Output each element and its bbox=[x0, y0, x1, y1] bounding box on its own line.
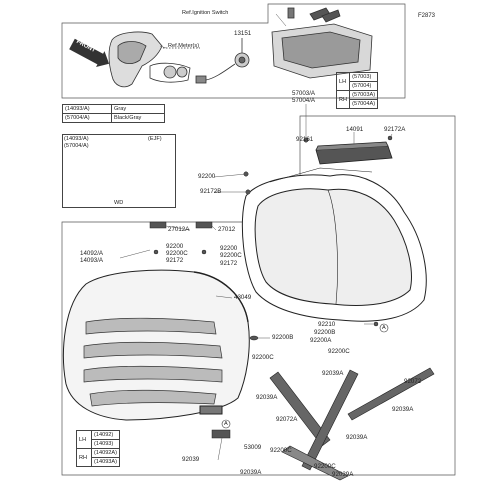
part-14093A: 14093/A bbox=[80, 257, 104, 264]
ejf-part: (14093/A) bbox=[64, 136, 89, 142]
hardware-drawing bbox=[149, 135, 393, 439]
side-part: (57003) bbox=[349, 72, 379, 82]
ejf-tag: (EJF) bbox=[148, 136, 162, 142]
part-92072A: 92072A bbox=[276, 416, 298, 423]
part-13151: 13151 bbox=[234, 30, 252, 37]
connector-drawing bbox=[195, 38, 250, 84]
part-92039A-6: 92039A bbox=[332, 471, 354, 478]
part-92039A-1: 92039A bbox=[322, 370, 344, 377]
side-rh-top: RH bbox=[335, 90, 351, 109]
part-92200B-right: 92200B bbox=[314, 329, 336, 336]
part-92161: 92161 bbox=[296, 136, 314, 143]
straps-drawing bbox=[269, 367, 435, 481]
side-lh-top: LH bbox=[335, 72, 351, 91]
side-table-bottom: LH (14092) (14093) RH (14092A) (14093A) bbox=[76, 430, 121, 467]
side-part: (57003A) bbox=[349, 90, 379, 100]
side-part: (14093A) bbox=[90, 457, 121, 467]
part-92172B: 92172B bbox=[200, 188, 222, 195]
upper-frame bbox=[61, 3, 406, 99]
side-part: (57004) bbox=[349, 81, 379, 91]
part-57004A: 57004/A bbox=[292, 97, 316, 104]
ref-ignition-switch-label: Ref.Ignition Switch bbox=[182, 10, 229, 16]
part-92039A-3: 92039A bbox=[392, 406, 414, 413]
color-table: (14093/A) Gray (57004/A) Black/Gray bbox=[62, 104, 165, 123]
front-arrow bbox=[69, 38, 110, 67]
part-92200-l1: 92200 bbox=[166, 243, 184, 250]
side-rh-bottom: RH bbox=[76, 448, 92, 467]
part-92172A: 92172A bbox=[384, 126, 406, 133]
part-14091: 14091 bbox=[346, 126, 364, 133]
side-part: (14092A) bbox=[90, 448, 121, 458]
color-table-color: Black/Gray bbox=[111, 113, 165, 123]
part-92072: 92072 bbox=[404, 378, 422, 385]
ejf-part: (57004/A) bbox=[64, 143, 89, 149]
part-92200-r1: 92200 bbox=[220, 245, 238, 252]
part-57003A: 57003/A bbox=[292, 90, 316, 97]
part-92200C-r1: 92200C bbox=[220, 252, 242, 259]
side-part: (57004A) bbox=[349, 99, 379, 109]
color-table-part: (14093/A) bbox=[62, 104, 112, 114]
part-92200-right: 92200 bbox=[198, 173, 216, 180]
a-markers bbox=[221, 323, 389, 429]
wd-label: WD bbox=[114, 200, 124, 206]
figure-id: F2873 bbox=[418, 13, 436, 19]
side-table-top: LH (57003) (57004) RH (57003A) (57004A) bbox=[335, 72, 379, 109]
ejf-box bbox=[62, 134, 176, 208]
marker-a-right: A bbox=[382, 325, 386, 331]
part-92210: 92210 bbox=[318, 321, 336, 328]
part-92200C-mid: 92200C bbox=[252, 354, 274, 361]
marker-a-left: A bbox=[224, 421, 228, 427]
ignition-switch-drawing bbox=[271, 7, 373, 79]
part-27012A: 27012A bbox=[168, 226, 190, 233]
part-92172-l1: 92172 bbox=[166, 257, 184, 264]
part-92200C-b1: 92200C bbox=[270, 447, 292, 454]
ref-meter-label: Ref.Meter(s) bbox=[168, 43, 200, 49]
part-92200C-b2: 92200C bbox=[314, 463, 336, 470]
part-92039A-2: 92039A bbox=[256, 394, 278, 401]
part-92039: 92039 bbox=[182, 456, 200, 463]
part-92172-r1: 92172 bbox=[220, 260, 238, 267]
part-53009: 53009 bbox=[244, 444, 262, 451]
side-lh-bottom: LH bbox=[76, 430, 92, 449]
part-92200C-l1: 92200C bbox=[166, 250, 188, 257]
part-92200B-mid: 92200B bbox=[272, 334, 294, 341]
part-92200C-midright: 92200C bbox=[328, 348, 350, 355]
hinge-cover-drawing bbox=[315, 141, 393, 165]
leader-lines bbox=[119, 13, 393, 461]
color-table-color: Gray bbox=[111, 104, 165, 114]
part-92039A-4: 92039A bbox=[346, 434, 368, 441]
side-part: (14092) bbox=[90, 430, 121, 440]
color-table-part: (57004/A) bbox=[62, 113, 112, 123]
part-92039A-5: 92039A bbox=[240, 469, 262, 476]
lid-drawing bbox=[62, 269, 250, 421]
side-part: (14093) bbox=[90, 439, 121, 449]
part-43049: 43049 bbox=[234, 294, 252, 301]
part-92200A-right: 92200A bbox=[310, 337, 332, 344]
case-shell-drawing bbox=[241, 167, 427, 322]
meter-housing-drawing bbox=[108, 31, 200, 88]
part-27012: 27012 bbox=[218, 226, 236, 233]
part-14092A: 14092/A bbox=[80, 250, 104, 257]
